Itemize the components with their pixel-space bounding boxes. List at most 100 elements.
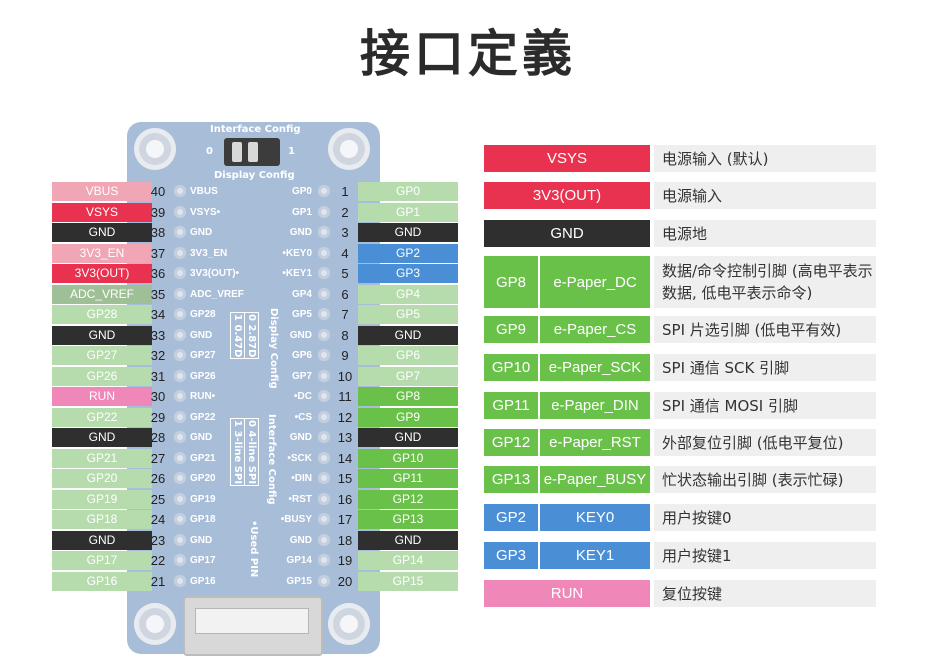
board-silkscreen-label: •DC: [294, 391, 312, 402]
pico-board: [127, 122, 380, 654]
pin-pad: [174, 205, 186, 218]
board-silkscreen-label: GP27: [190, 350, 216, 361]
legend-pin: GP13: [484, 466, 538, 493]
display-config-option-0: 0 2.87D: [246, 314, 257, 358]
legend-function: KEY1: [540, 542, 650, 569]
legend-description: 电源输入 (默认): [654, 145, 876, 172]
pin-number: 24: [150, 512, 166, 527]
pin-number: 12: [337, 409, 353, 425]
legend-description: 用户按键0: [654, 504, 876, 531]
pin-pad: [174, 226, 186, 238]
pin-pad: [318, 390, 330, 402]
board-silkscreen-label: GP1: [291, 206, 312, 218]
legend-function: e-Paper_SCK: [540, 354, 650, 381]
mount-hole-top-right: [328, 128, 370, 170]
legend-pin: GP10: [484, 354, 538, 381]
pin-number: 34: [150, 307, 166, 322]
pin-label: GP15: [358, 571, 458, 591]
pin-pad: [318, 451, 330, 464]
display-config-switch[interactable]: [224, 138, 280, 166]
legend-pin: GP9: [484, 316, 538, 343]
legend-description: 电源输入: [654, 182, 876, 209]
board-silkscreen-label: •RST: [288, 493, 312, 505]
pin-number: 4: [341, 245, 349, 261]
interface-config-option-0: 0 4-line SPI: [246, 420, 257, 485]
pin-number: 36: [150, 266, 166, 281]
pin-label: GP1: [358, 202, 458, 222]
pin-pad: [174, 287, 186, 300]
pin-pad: [174, 308, 186, 320]
pin-label: GP13: [358, 510, 458, 529]
pin-label: GND: [358, 428, 458, 447]
board-silkscreen-label: GP5: [291, 309, 312, 320]
pin-number: 31: [150, 368, 166, 384]
pin-pad: [174, 185, 186, 197]
legend-pin: GP8: [484, 256, 538, 308]
board-silkscreen-label: GND: [289, 534, 312, 546]
pin-number: 27: [150, 450, 166, 466]
board-silkscreen-label: GP14: [286, 555, 312, 566]
pin-label: GP16: [52, 571, 152, 591]
pin-number: 13: [337, 430, 353, 445]
pin-number: 33: [150, 327, 166, 343]
mount-hole-bottom-left: [134, 603, 176, 645]
board-silkscreen-label: •BUSY: [280, 514, 312, 525]
pin-pad: [174, 492, 186, 505]
page-title: 接口定義: [360, 25, 576, 83]
board-silkscreen-label: GP7: [291, 370, 312, 382]
board-silkscreen-label: RUN•: [190, 391, 216, 402]
pin-label: GP11: [358, 469, 458, 488]
pin-pad: [318, 267, 330, 279]
pin-label: GND: [358, 325, 458, 345]
legend-description: 数据/命令控制引脚 (高电平表示数据, 低电平表示命令): [654, 256, 876, 308]
pin-number: 35: [150, 286, 166, 302]
pin-label: GND: [358, 223, 458, 242]
legend-description: SPI 片选引脚 (低电平有效): [654, 316, 876, 343]
pin-label: GND: [358, 530, 458, 550]
pin-pad: [318, 349, 330, 361]
pin-number: 19: [337, 553, 353, 568]
interface-config-option-1: 1 3-line SPI: [232, 419, 245, 486]
board-silkscreen-label: •KEY0: [282, 247, 312, 259]
pin-label: GP17: [52, 551, 152, 570]
legend-description: 外部复位引脚 (低电平复位): [654, 429, 876, 456]
board-silkscreen-label: •DIN: [291, 473, 312, 484]
pin-number: 18: [337, 532, 353, 548]
pin-label: 3V3(OUT): [52, 264, 152, 283]
board-silkscreen-label: 3V3(OUT)•: [190, 268, 240, 279]
pin-number: 22: [150, 553, 166, 568]
board-silkscreen-label: GND: [190, 227, 213, 238]
pin-pad: [318, 185, 330, 197]
pin-number: 16: [337, 491, 353, 507]
board-silkscreen-label: GND: [289, 227, 312, 238]
pin-number: 32: [150, 348, 166, 363]
pin-number: 38: [150, 225, 166, 240]
pin-number: 14: [337, 450, 353, 466]
pin-label: 3V3_EN: [52, 243, 152, 263]
pin-label: RUN: [52, 387, 152, 406]
legend-description: 用户按键1: [654, 542, 876, 569]
pin-label: GP3: [358, 264, 458, 283]
board-silkscreen-label: GP21: [190, 452, 216, 464]
pin-pad: [318, 328, 330, 341]
legend-function: e-Paper_RST: [540, 429, 650, 456]
pin-pad: [318, 533, 330, 546]
